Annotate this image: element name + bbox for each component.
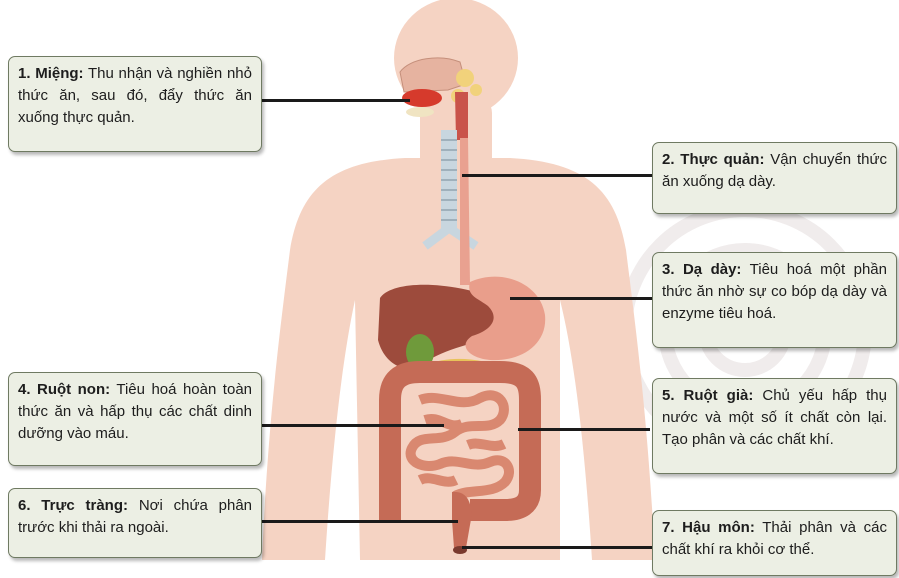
- leader-line-small-intestine: [262, 424, 444, 427]
- label-title: 1. Miệng:: [18, 65, 84, 82]
- label-title: 5. Ruột già:: [662, 387, 753, 404]
- label-title: 3. Dạ dày:: [662, 261, 741, 278]
- label-title: 2. Thực quản:: [662, 151, 764, 168]
- label-esophagus: 2. Thực quản: Vận chuyển thức ăn xuống d…: [652, 142, 897, 214]
- label-mouth: 1. Miệng: Thu nhận và nghiền nhỏ thức ăn…: [8, 56, 262, 152]
- leader-line-rectum: [262, 520, 458, 523]
- leader-line-esophagus: [462, 174, 652, 177]
- label-title: 7. Hậu môn:: [662, 519, 755, 536]
- label-rectum: 6. Trực tràng: Nơi chứa phân trước khi t…: [8, 488, 262, 558]
- label-title: 6. Trực tràng:: [18, 497, 128, 514]
- label-title: 4. Ruột non:: [18, 381, 110, 398]
- leader-line-stomach: [510, 297, 652, 300]
- leader-line-large-intestine: [518, 428, 650, 431]
- label-anus: 7. Hậu môn: Thải phân và các chất khí ra…: [652, 510, 897, 576]
- leader-line-anus: [462, 546, 652, 549]
- label-small-intestine: 4. Ruột non: Tiêu hoá hoàn toàn thức ăn …: [8, 372, 262, 466]
- leader-line-mouth: [262, 99, 410, 102]
- label-stomach: 3. Dạ dày: Tiêu hoá một phần thức ăn nhờ…: [652, 252, 897, 348]
- label-large-intestine: 5. Ruột già: Chủ yếu hấp thụ nước và một…: [652, 378, 897, 474]
